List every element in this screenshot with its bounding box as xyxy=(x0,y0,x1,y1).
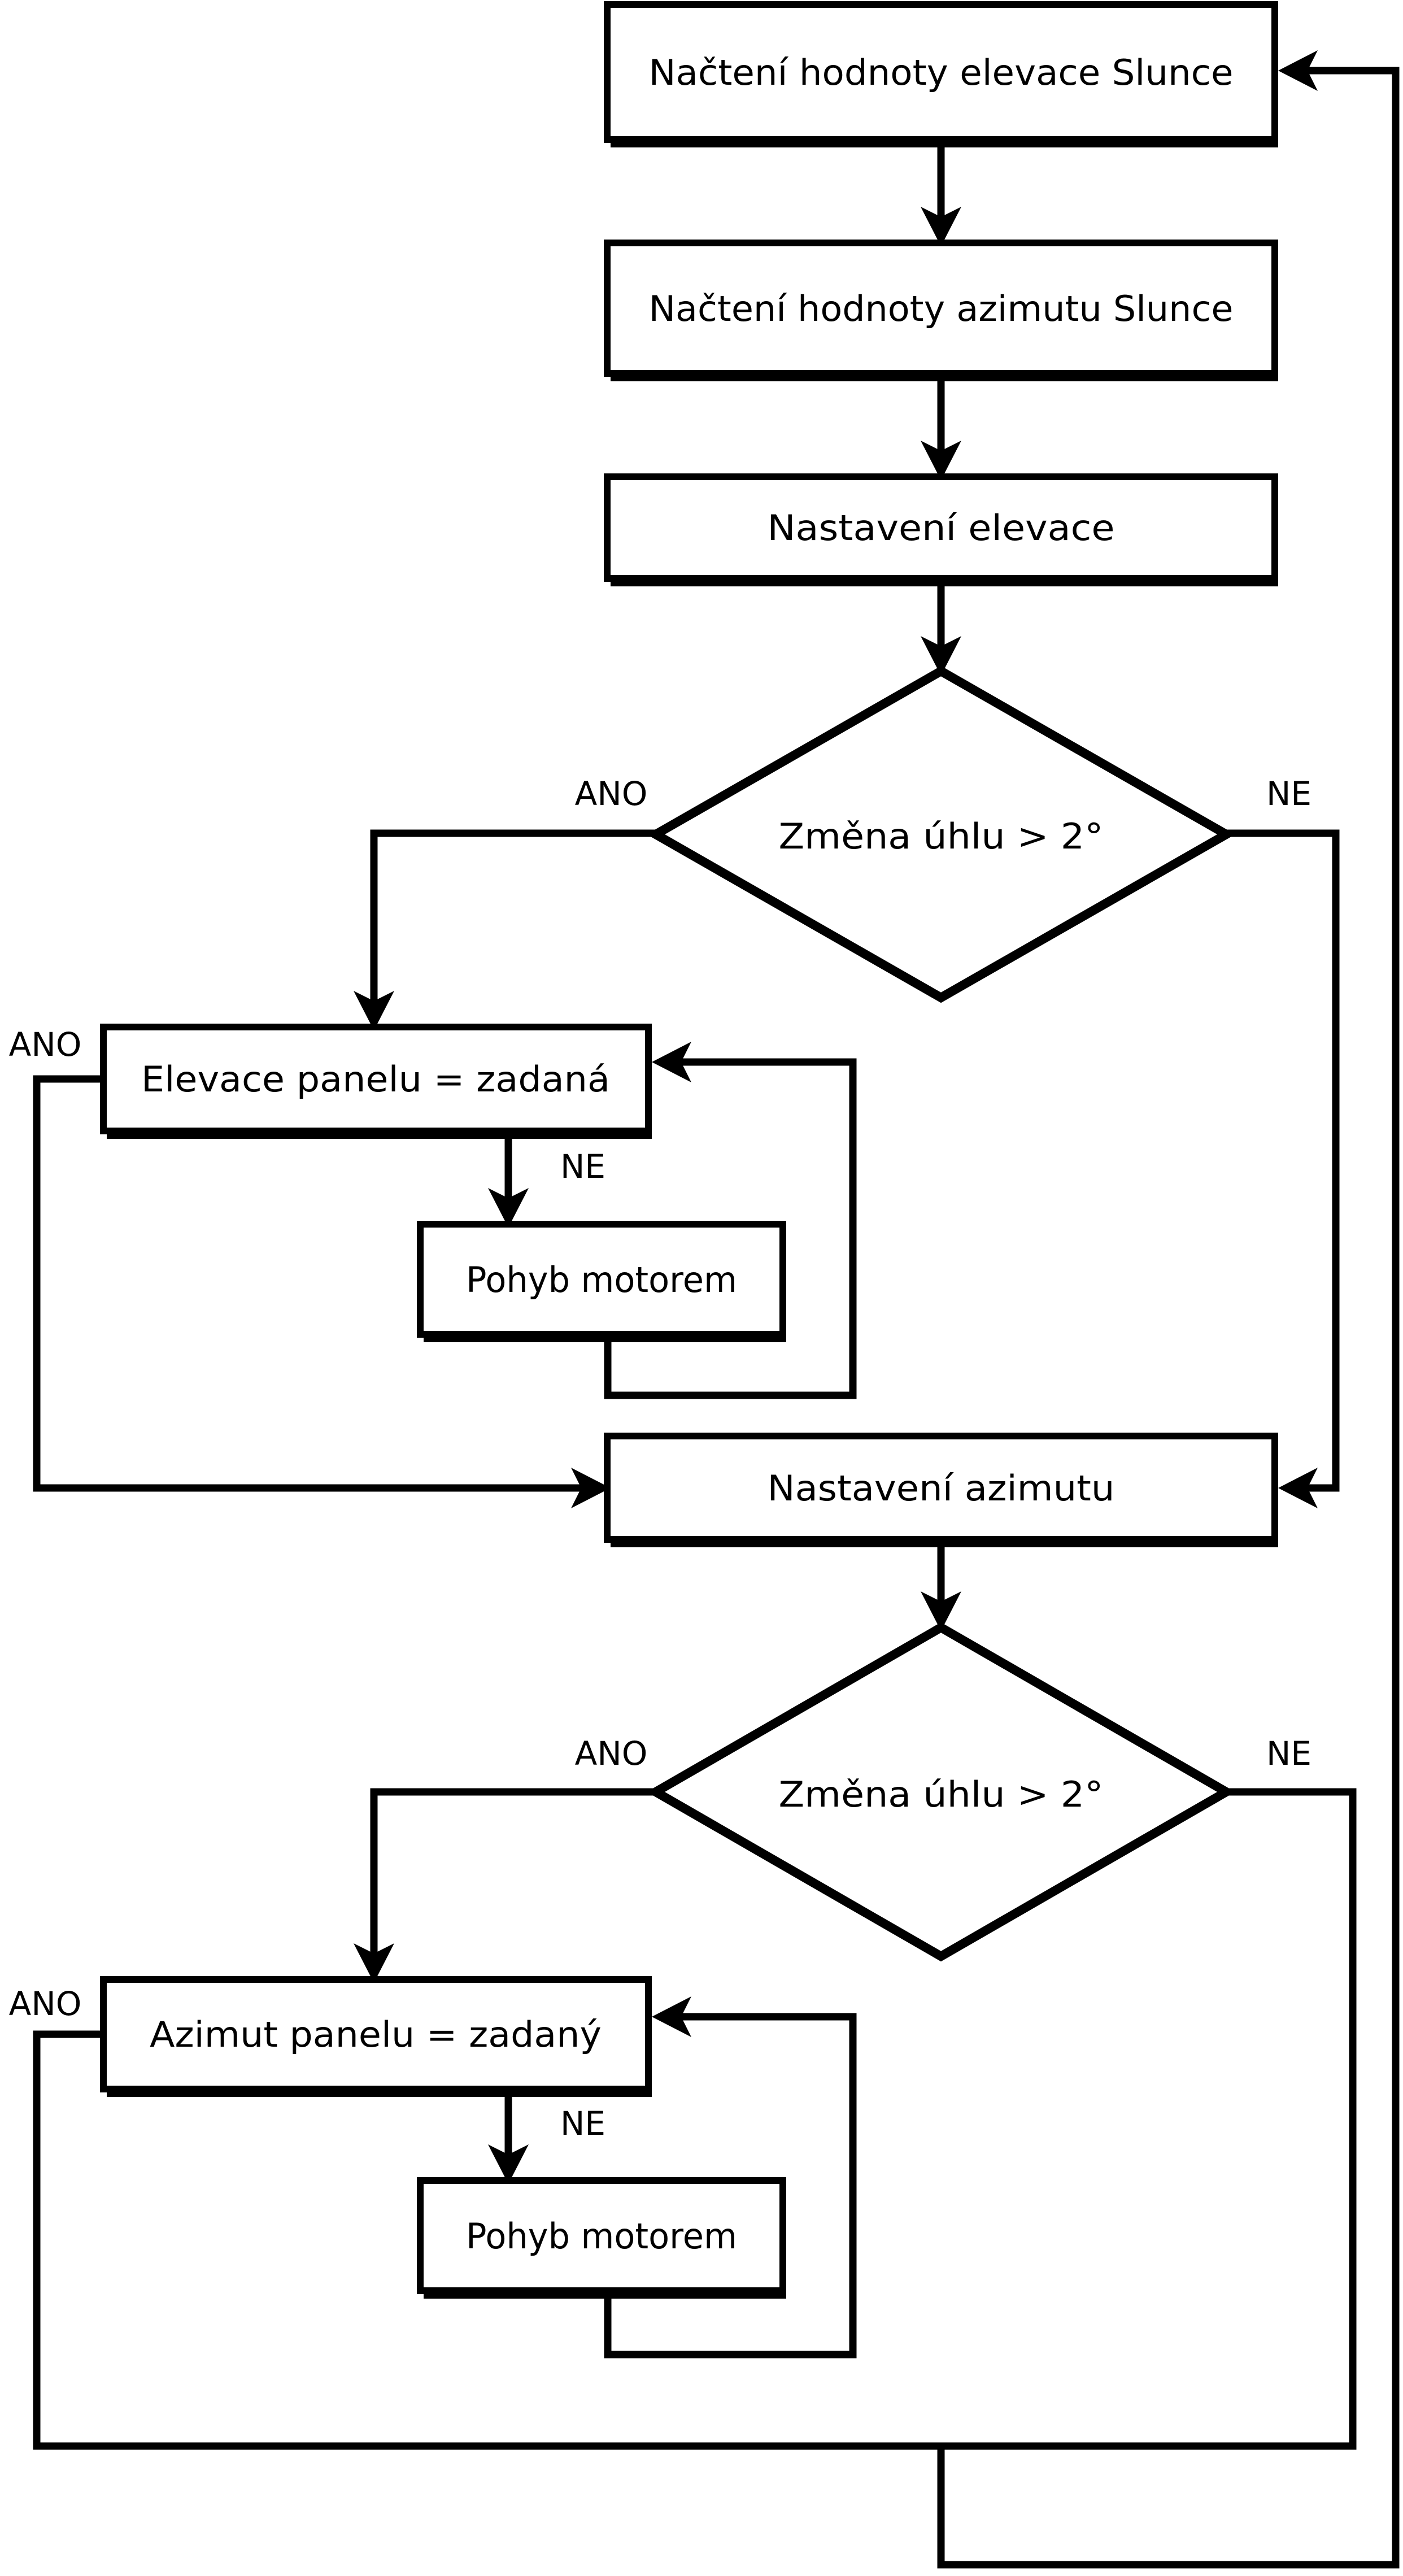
arrow-down-icon xyxy=(921,441,961,480)
node-load-azimuth-box xyxy=(604,240,1278,377)
node-azimuth-panel-label: Azimut panelu = zadaný xyxy=(150,2014,602,2055)
arrow-left-icon xyxy=(652,1996,691,2037)
node-set-elevation-label: Nastavení elevace xyxy=(768,507,1115,549)
node-elevation-panel-box xyxy=(100,1024,652,1134)
node-decision-azimuth-diamond xyxy=(646,1622,1236,1962)
edge-decision-azimuth-yes xyxy=(370,1788,656,1957)
arrow-left-icon xyxy=(652,1042,691,1082)
node-labels: Načtení hodnoty elevace Slunce Načtení h… xyxy=(141,52,1234,2257)
arrow-down-icon xyxy=(488,2144,529,2184)
node-set-azimuth-label: Nastavení azimutu xyxy=(768,1468,1115,1509)
arrowheads xyxy=(354,50,1318,2184)
edge-label-decision-elevation-yes: ANO xyxy=(575,774,648,813)
node-decision-azimuth-label: Změna úhlu > 2° xyxy=(779,1774,1104,1815)
edge-motor-elevation-loop xyxy=(604,1058,857,1399)
arrow-down-icon xyxy=(921,636,961,676)
edge-labels: ANO NE ANO NE ANO NE ANO NE xyxy=(9,774,1312,2143)
edge-label-elevation-panel-yes: ANO xyxy=(9,1025,82,1064)
node-load-azimuth-label: Načtení hodnoty azimutu Slunce xyxy=(649,288,1234,329)
edge-label-azimuth-panel-no: NE xyxy=(560,2104,605,2143)
arrow-right-icon xyxy=(571,1468,611,1508)
edge-decision-elevation-no xyxy=(1227,829,1340,1492)
arrow-left-icon xyxy=(1278,1468,1318,1508)
node-decision-elevation-label: Změna úhlu > 2° xyxy=(779,816,1104,857)
flowchart-nodes xyxy=(100,1,1278,2294)
edge-azimuth-panel-yes-and-decision-azimuth-no xyxy=(33,1788,1357,2450)
edge-label-azimuth-panel-yes: ANO xyxy=(9,1985,82,2023)
node-motor-elevation-label: Pohyb motorem xyxy=(466,1259,737,1300)
edge-label-decision-azimuth-yes: ANO xyxy=(575,1734,648,1773)
node-motor-azimuth-box xyxy=(417,2177,786,2294)
edge-label-elevation-panel-no: NE xyxy=(560,1147,605,1186)
arrow-down-icon xyxy=(921,1591,961,1631)
arrow-down-icon xyxy=(354,991,394,1030)
edge-elevation-panel-yes xyxy=(33,1075,585,1492)
node-set-azimuth-box xyxy=(604,1433,1278,1543)
edge-return-loop-to-start xyxy=(937,67,1400,2569)
edge-decision-elevation-yes xyxy=(370,829,656,1005)
edge-label-decision-elevation-no: NE xyxy=(1266,774,1312,813)
arrow-left-icon xyxy=(1278,50,1318,91)
node-motor-elevation-box xyxy=(417,1221,786,1338)
node-load-elevation-box xyxy=(604,1,1278,143)
edge-motor-azimuth-loop xyxy=(604,2013,857,2359)
node-motor-azimuth-label: Pohyb motorem xyxy=(466,2216,737,2257)
node-decision-elevation-diamond xyxy=(646,665,1236,1003)
node-azimuth-panel-box xyxy=(100,1976,652,2092)
node-elevation-panel-label: Elevace panelu = zadaná xyxy=(141,1059,610,1100)
flowchart-edges xyxy=(33,67,1400,2569)
arrow-down-icon xyxy=(354,1943,394,1983)
node-load-elevation-label: Načtení hodnoty elevace Slunce xyxy=(649,52,1234,93)
edge-label-decision-azimuth-no: NE xyxy=(1266,1734,1312,1773)
arrow-down-icon xyxy=(921,207,961,246)
arrow-down-icon xyxy=(488,1188,529,1228)
